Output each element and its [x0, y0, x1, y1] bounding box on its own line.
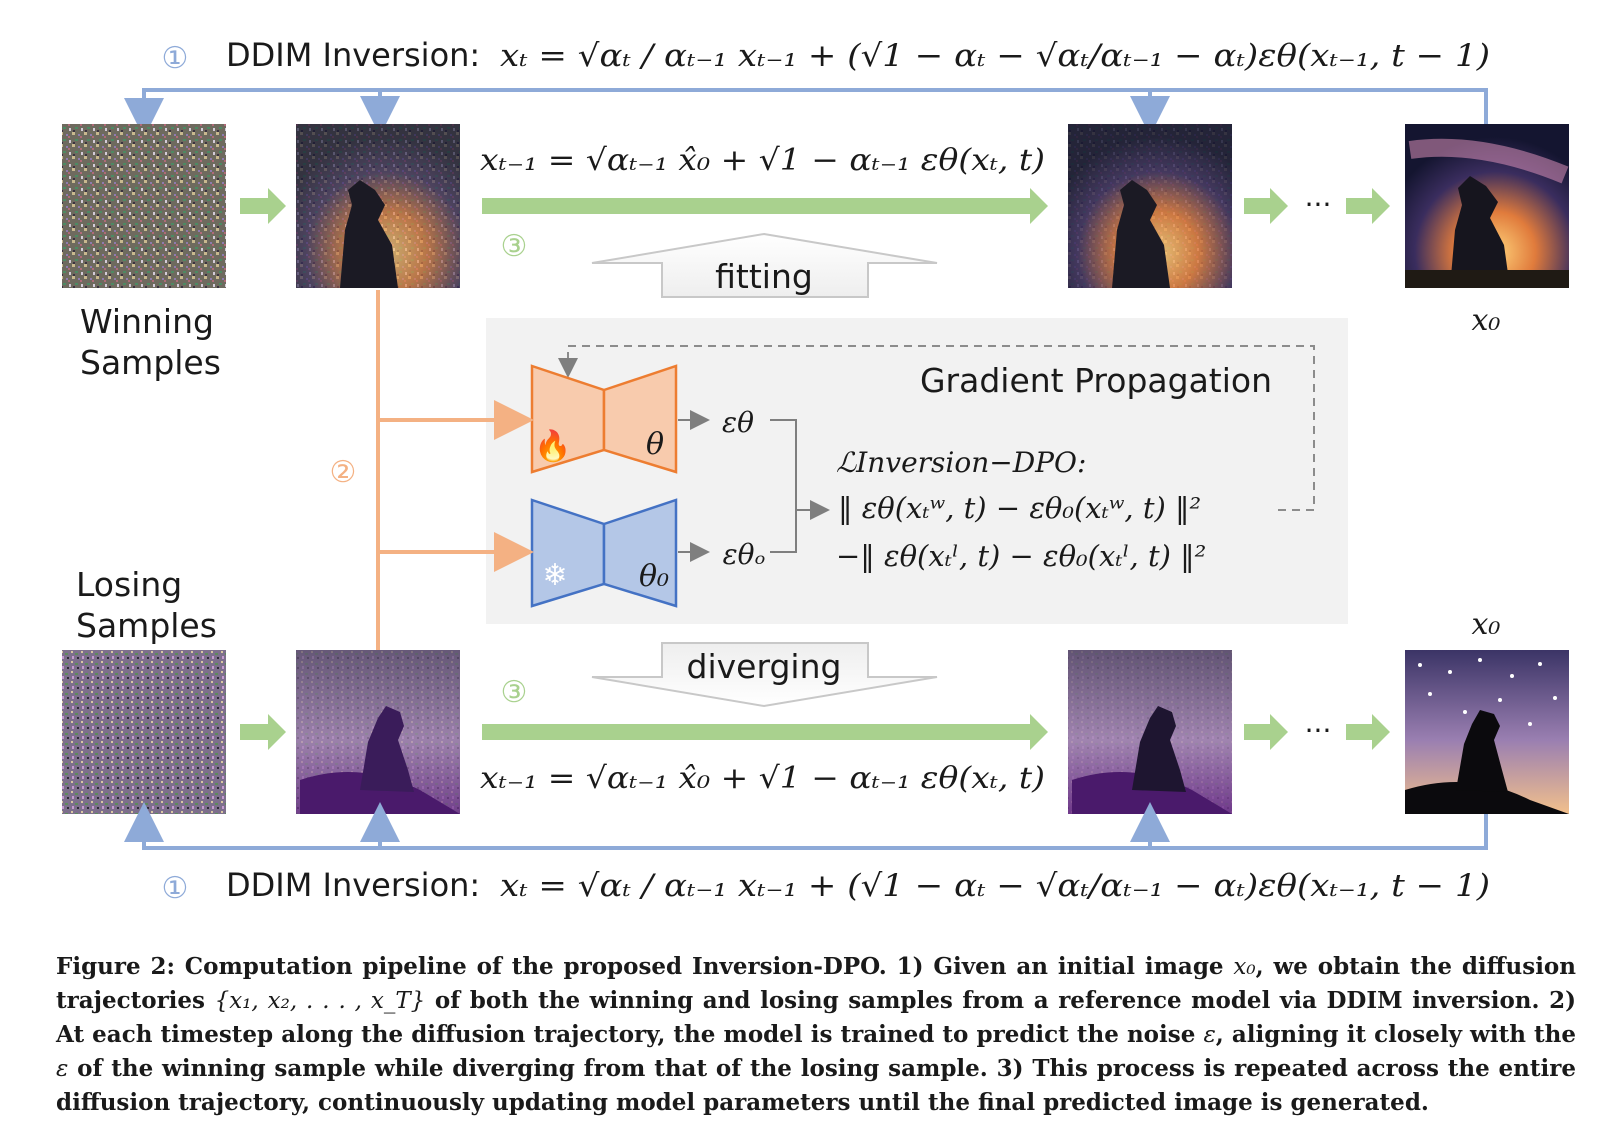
losing-noise-image	[62, 650, 226, 814]
winning-final-image	[1405, 124, 1569, 288]
winning-ellipsis: ···	[1305, 188, 1332, 221]
figure-caption: Figure 2: Computation pipeline of the pr…	[56, 950, 1576, 1119]
diverging-label: diverging	[687, 647, 842, 686]
losing-ellipsis: ···	[1305, 714, 1332, 747]
caption-part4: , aligning it closely with the	[1215, 1021, 1576, 1048]
theta0-label: θ₀	[639, 559, 669, 594]
denoise-formula-bottom: xₜ₋₁ = √αₜ₋₁ x̂₀ + √1 − αₜ₋₁ εθ(xₜ, t)	[480, 761, 1045, 796]
step3-bottom-marker: ③	[501, 675, 528, 710]
caption-part2: , we obtain the diffusion trajectories	[56, 953, 1576, 1014]
losing-final-image	[1405, 650, 1569, 814]
fitting-label: fitting	[715, 257, 813, 296]
denoise-formula-top: xₜ₋₁ = √αₜ₋₁ x̂₀ + √1 − αₜ₋₁ εθ(xₜ, t)	[480, 143, 1045, 178]
losing-main-arrow	[482, 714, 1048, 750]
fire-icon: 🔥	[534, 428, 571, 464]
caption-eps1: ε	[1203, 1022, 1216, 1048]
winning-arrow-3	[1346, 188, 1390, 224]
losing-partial-image-1	[296, 650, 460, 814]
winning-label-line1: Winning	[80, 302, 214, 341]
losing-arrow-3	[1346, 714, 1390, 750]
caption-part3: of both the winning and losing samples f…	[56, 987, 1577, 1048]
winning-noise-image	[62, 124, 226, 288]
winning-partial-image-1	[296, 124, 460, 288]
step2-marker: ②	[330, 455, 357, 490]
step3-top-marker: ③	[501, 229, 528, 264]
pipeline-figure: ① DDIM Inversion: xₜ = √αₜ / αₜ₋₁ xₜ₋₁ +…	[62, 36, 1569, 906]
gradient-title: Gradient Propagation	[920, 361, 1272, 400]
eps-theta0-label: εθₒ	[723, 538, 766, 571]
loss-title: ℒInversion−DPO:	[836, 446, 1086, 479]
x0-label-bottom: x₀	[1472, 607, 1501, 642]
theta-label: θ	[646, 427, 664, 462]
fitting-arrow	[591, 232, 938, 298]
winning-label-line2: Samples	[80, 343, 221, 382]
trainable-network	[530, 364, 678, 474]
loss-bracket	[770, 419, 797, 553]
eps-theta-label: εθ	[722, 406, 754, 439]
caption-x0: x₀	[1233, 954, 1256, 980]
x0-label-top: x₀	[1472, 303, 1501, 338]
caption-eps2: ε	[56, 1056, 69, 1082]
step1-top-marker: ①	[162, 41, 189, 76]
ddim-inversion-line-bottom	[124, 802, 1488, 850]
caption-prefix: Figure 2: Computation pipeline of the pr…	[56, 953, 1234, 980]
diverging-arrow	[591, 642, 938, 708]
winning-arrow-2	[1244, 188, 1288, 224]
winning-main-arrow	[482, 188, 1048, 224]
loss-line2: −‖ εθ(xₜˡ, t) − εθ₀(xₜˡ, t) ‖²	[836, 539, 1206, 573]
losing-label-line1: Losing	[76, 565, 182, 604]
step2-marker-bg	[326, 450, 370, 490]
caption-set: {x₁, x₂, . . . , x_T}	[214, 988, 426, 1014]
snowflake-icon: ❄	[542, 558, 567, 593]
ddim-label-top: DDIM Inversion:	[226, 36, 480, 74]
losing-partial-image-2	[1068, 650, 1232, 814]
caption-part5: of the winning sample while diverging fr…	[56, 1055, 1576, 1116]
losing-label-line2: Samples	[76, 606, 217, 645]
losing-arrow-1	[240, 714, 286, 750]
gradient-feedback-line	[558, 345, 1315, 511]
frozen-network	[530, 498, 678, 608]
ddim-label-bottom: DDIM Inversion:	[226, 866, 480, 904]
winning-arrow-1	[240, 188, 286, 224]
step1-bottom-marker: ①	[162, 871, 189, 906]
loss-line1: ‖ εθ(xₜʷ, t) − εθ₀(xₜʷ, t) ‖²	[838, 491, 1201, 525]
ddim-formula-top: xₜ = √αₜ / αₜ₋₁ xₜ₋₁ + (√1 − αₜ − √αₜ/αₜ…	[500, 38, 1490, 74]
losing-arrow-2	[1244, 714, 1288, 750]
ddim-formula-bottom: xₜ = √αₜ / αₜ₋₁ xₜ₋₁ + (√1 − αₜ − √αₜ/αₜ…	[500, 868, 1490, 904]
winning-partial-image-2	[1068, 124, 1232, 288]
